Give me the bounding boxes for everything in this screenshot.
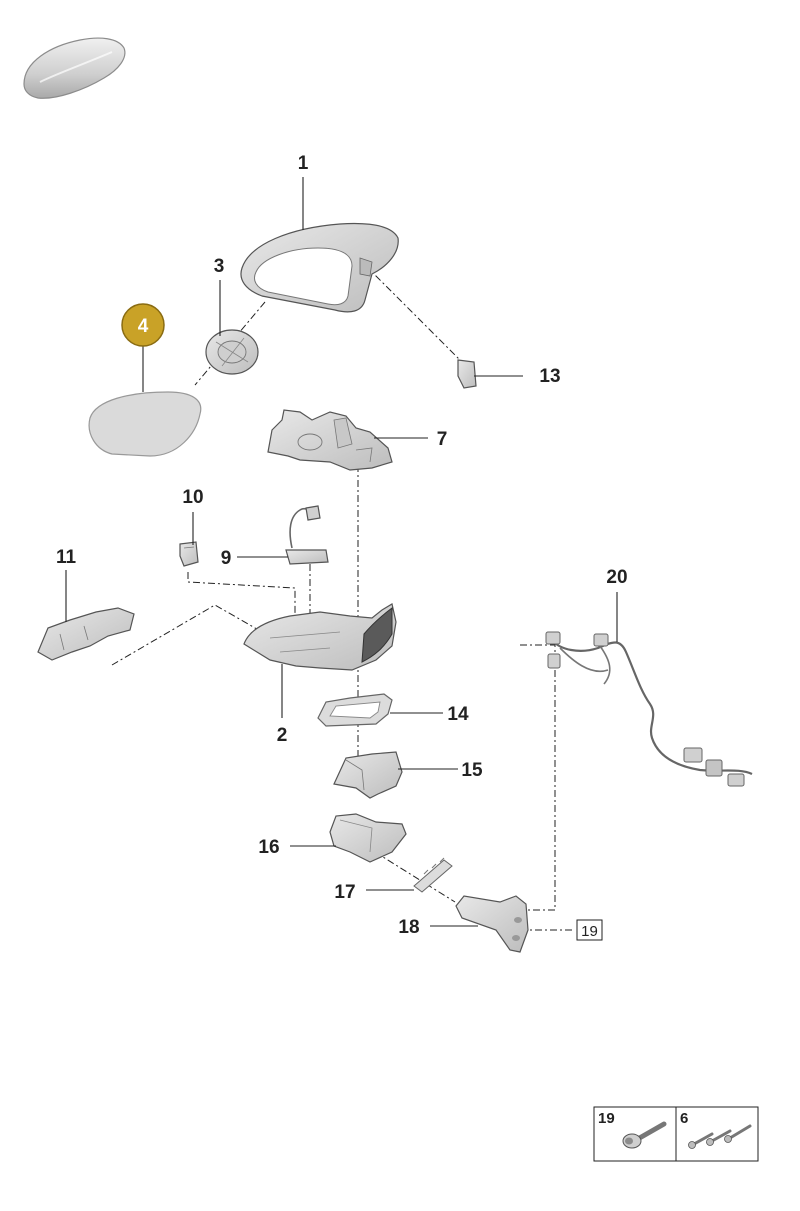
leader-lines — [65, 177, 618, 927]
part-labels: 1 3 4 13 7 10 9 11 20 14 2 15 16 17 18 1… — [56, 153, 628, 941]
legend-box: 19 6 — [593, 1106, 759, 1162]
bolt-icon — [622, 1121, 667, 1149]
part-18-light-unit[interactable] — [455, 895, 529, 953]
legend-item-19[interactable]: 19 — [598, 1110, 667, 1149]
label-3[interactable]: 3 — [214, 256, 225, 277]
label-13[interactable]: 13 — [539, 366, 560, 387]
label-15[interactable]: 15 — [461, 760, 483, 781]
part-14-gasket[interactable] — [317, 693, 393, 727]
screws-icon — [688, 1124, 752, 1149]
label-17[interactable]: 17 — [334, 882, 355, 903]
legend-ref-6: 6 — [680, 1110, 688, 1127]
label-10[interactable]: 10 — [182, 487, 203, 508]
part-15-cover[interactable] — [333, 751, 403, 799]
part-20-wiring-harness[interactable] — [545, 631, 753, 787]
label-9[interactable]: 9 — [221, 548, 232, 569]
part-13-clip[interactable] — [457, 359, 477, 389]
part-17-seal-strip[interactable] — [413, 857, 453, 893]
part-7-adjuster-bracket[interactable] — [267, 409, 393, 471]
label-20[interactable]: 20 — [606, 567, 627, 588]
part-4-mirror-glass[interactable] — [88, 391, 202, 457]
part-1-mirror-housing[interactable] — [240, 222, 399, 313]
part-10-connector[interactable] — [179, 541, 199, 567]
part-2-mirror-base[interactable] — [243, 603, 397, 671]
label-14[interactable]: 14 — [447, 704, 469, 725]
label-4-highlight[interactable]: 4 — [121, 303, 165, 347]
label-2[interactable]: 2 — [277, 725, 288, 746]
label-16[interactable]: 16 — [258, 837, 279, 858]
callout-19[interactable]: 19 — [576, 919, 603, 941]
label-1[interactable]: 1 — [298, 153, 309, 174]
vehicle-thumbnail-icon — [23, 37, 126, 99]
highlight-badge — [121, 303, 165, 347]
callout-19-label: 19 — [581, 923, 598, 940]
part-16-lamp-housing[interactable] — [329, 813, 407, 863]
label-11[interactable]: 11 — [56, 547, 77, 568]
label-4: 4 — [138, 316, 149, 337]
legend-item-6[interactable]: 6 — [680, 1110, 752, 1149]
legend-ref-19: 19 — [598, 1110, 615, 1127]
label-7[interactable]: 7 — [437, 429, 448, 450]
part-3-glass-carrier[interactable] — [205, 329, 259, 375]
part-11-bracket[interactable] — [37, 607, 135, 661]
part-9-light-module[interactable] — [285, 505, 329, 565]
label-18[interactable]: 18 — [398, 917, 419, 938]
